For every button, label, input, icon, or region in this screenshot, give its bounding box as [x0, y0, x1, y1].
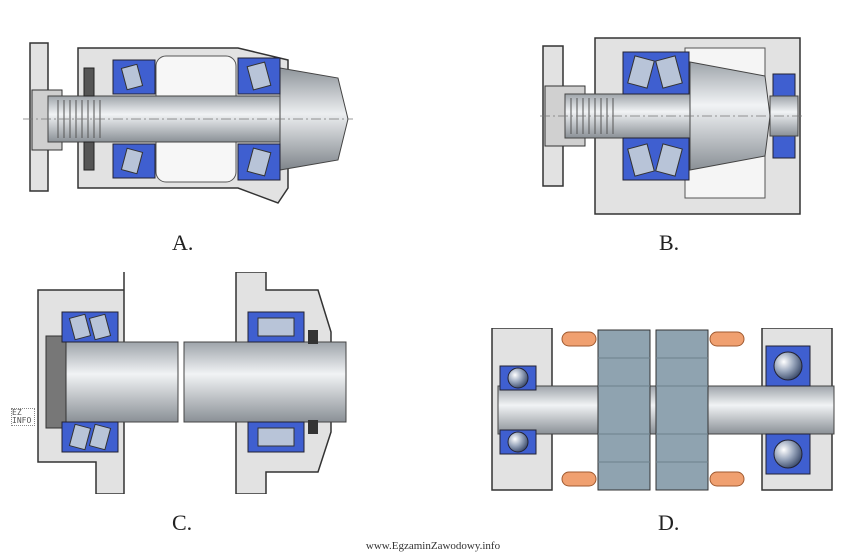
- right-cylindrical-bearing: [247, 311, 305, 453]
- panel-c-shaft-bearing-supports: [37, 272, 347, 494]
- label-d: D.: [658, 510, 680, 535]
- gear-right: [655, 329, 709, 491]
- watermark-logo: EZ INFO: [11, 408, 35, 426]
- shaft-end-thread: [45, 335, 67, 429]
- panel-a-bevel-pinion-assembly: [23, 42, 353, 204]
- pilot-bearing: [772, 73, 796, 159]
- orange-seals: [561, 331, 745, 487]
- panel-d-shaft-ball-bearings: [491, 328, 835, 491]
- label-c: C.: [172, 510, 193, 535]
- seal: [83, 67, 95, 97]
- right-ball-bearing: [765, 345, 811, 475]
- label-a: A.: [172, 230, 194, 255]
- footer-url: www.EgzaminZawodowy.info: [365, 540, 501, 552]
- gear-left: [597, 329, 651, 491]
- label-b: B.: [659, 230, 680, 255]
- shaft-right: [183, 341, 347, 423]
- panel-b-bevel-pinion-assembly: [540, 37, 803, 215]
- seal: [308, 330, 318, 344]
- left-ball-bearing: [499, 365, 537, 455]
- shaft-left: [49, 341, 179, 423]
